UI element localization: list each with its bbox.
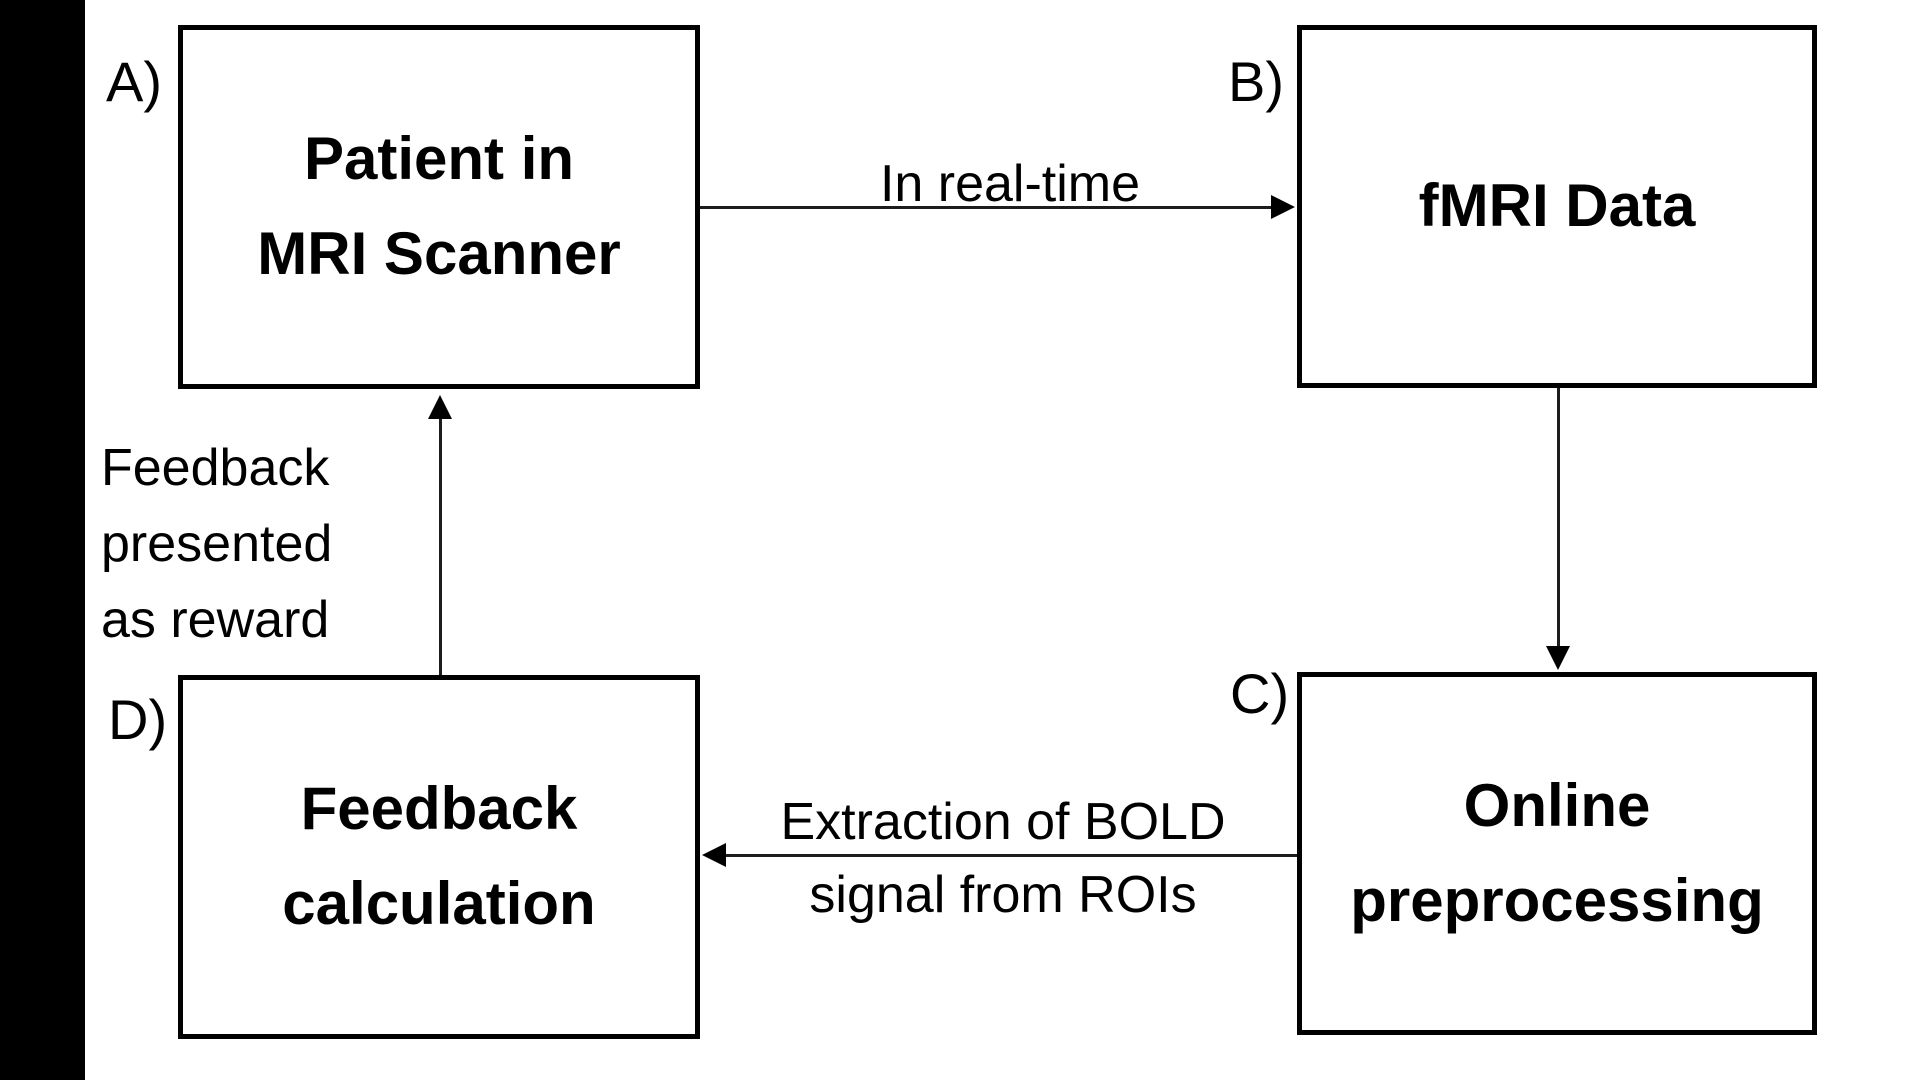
box-d-line2: calculation (282, 870, 596, 937)
box-online-preprocessing: Online preprocessing (1297, 672, 1817, 1035)
left-black-bar (0, 0, 85, 1080)
box-d-line1: Feedback (300, 775, 578, 843)
box-a-line1: Patient in (303, 125, 575, 193)
box-a-tag: A) (106, 50, 162, 113)
arrow-d-to-a-line (439, 419, 442, 675)
arrow-a-to-b-arrowhead-icon (1271, 195, 1295, 219)
arrow-a-to-b-label: In real-time (879, 155, 1141, 213)
box-fmri-data: fMRI Data (1297, 25, 1817, 388)
arrow-d-to-a-label: Feedback presented as reward (101, 430, 332, 658)
arrow-c-to-d-label-line2: signal from ROIs (809, 866, 1197, 924)
box-b-tag: B) (1228, 50, 1284, 113)
arrow-c-to-d-label-line1: Extraction of BOLD (780, 793, 1226, 851)
arrow-c-to-d-arrowhead-icon (702, 843, 726, 867)
box-b-line1: fMRI Data (1418, 172, 1696, 240)
arrow-b-to-c-line (1557, 388, 1560, 646)
arrow-c-to-d-label: Extraction of BOLD signal from ROIs (763, 786, 1243, 932)
box-patient-in-mri-scanner: Patient in MRI Scanner (178, 25, 700, 389)
arrow-c-to-d-line (726, 854, 1297, 857)
arrow-d-to-a-label-line3: as reward (101, 591, 330, 649)
arrow-d-to-a-arrowhead-icon (428, 395, 452, 419)
box-d-tag: D) (108, 688, 168, 751)
arrow-b-to-c-arrowhead-icon (1546, 646, 1570, 670)
box-c-line1: Online (1463, 771, 1651, 839)
arrow-d-to-a-label-line1: Feedback (101, 439, 330, 497)
box-c-tag: C) (1230, 662, 1290, 725)
box-c-line2: preprocessing (1350, 866, 1764, 934)
arrow-d-to-a-label-line2: presented (101, 515, 333, 573)
box-a-line2: MRI Scanner (257, 220, 621, 287)
box-feedback-calculation: Feedback calculation (178, 675, 700, 1039)
arrow-a-to-b-line (700, 206, 1271, 209)
